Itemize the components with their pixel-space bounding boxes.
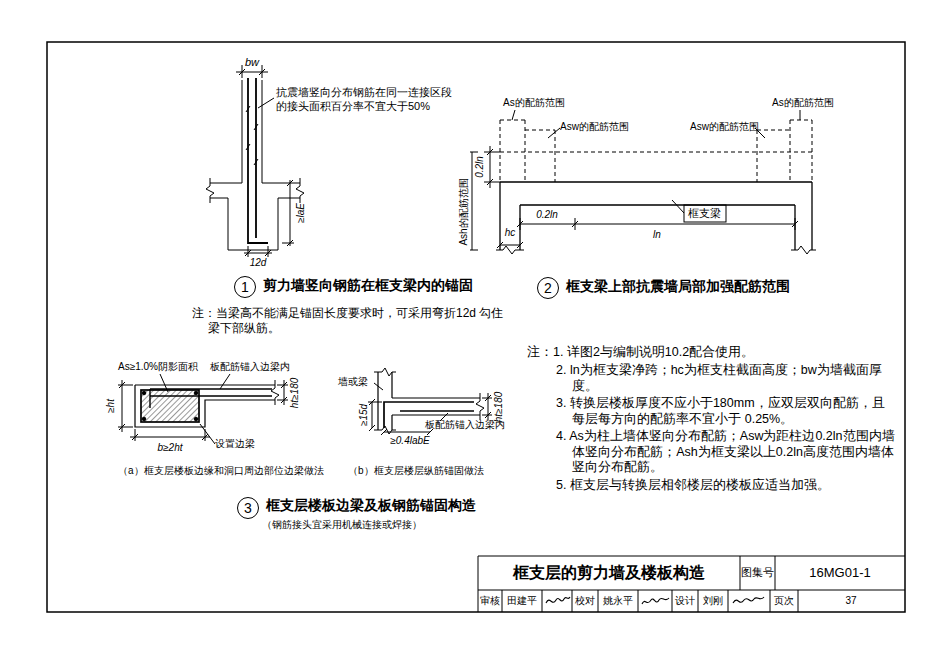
sheet-frame xyxy=(47,42,905,612)
title-block-cell: 页次 xyxy=(774,595,794,608)
zone-label: Asw的配筋范围 xyxy=(560,121,629,134)
dimension-label: ht≥180 xyxy=(493,392,506,423)
title-block-cell: 田建平 xyxy=(507,595,537,608)
part-label: As≥1.0%阴影面积 xyxy=(118,361,198,374)
dimension-label: 0.2ln xyxy=(474,156,487,178)
reinforcement-zone xyxy=(500,120,812,182)
edge-beam-figure xyxy=(130,429,210,441)
note-text: 2. ln为框支梁净跨；hc为框支柱截面高度；bw为墙截面厚度。 xyxy=(556,363,896,394)
figure-caption: 剪力墙竖向钢筋在框支梁内的锚固 xyxy=(263,277,473,295)
edge-beam-figure xyxy=(277,380,288,405)
note-text: 注：1. 详图2与编制说明10.2配合使用。 xyxy=(527,345,899,361)
dimension-label: ≥laE xyxy=(295,203,308,223)
wall-anchorage-figure xyxy=(244,246,272,257)
slab-anchorage-figure xyxy=(374,368,396,434)
subfigure-caption: （a）框支层楼板边缘和洞口周边部位边梁做法 xyxy=(118,465,324,478)
dimension-label: hc xyxy=(505,227,516,240)
wall-anchorage-figure xyxy=(206,178,304,203)
transfer-beam-figure xyxy=(672,200,684,213)
transfer-beam-figure xyxy=(484,146,500,188)
signature xyxy=(733,597,764,603)
dimension-label: ln xyxy=(653,229,661,242)
dimension-label: ≥ht xyxy=(105,399,118,413)
part-label: 框支梁 xyxy=(688,207,721,221)
signature xyxy=(546,597,570,603)
edge-beam-figure xyxy=(142,417,146,421)
wall-anchorage-figure xyxy=(258,98,274,108)
transfer-beam-figure xyxy=(497,242,523,248)
title-block-cell: 姚永平 xyxy=(603,595,633,608)
title-block-cell: 16MG01-1 xyxy=(809,565,870,581)
transfer-beam-figure xyxy=(470,110,816,254)
dimension-label: b≥2ht xyxy=(158,442,183,455)
wall-anchorage-figure xyxy=(210,183,300,198)
reinforcement-zone xyxy=(757,120,812,182)
edge-beam-figure xyxy=(160,374,230,444)
dimension-label: ≥15d xyxy=(358,404,371,426)
subfigure-caption: （b）框支层楼层纵筋锚固做法 xyxy=(348,465,484,478)
dimension-label: 12d xyxy=(250,257,267,270)
part-label: 板配筋锚入边梁内 xyxy=(210,361,290,374)
dimension-label: ht≥180 xyxy=(289,378,302,409)
wall-anchorage-figure xyxy=(246,106,258,165)
slab-anchorage-figure xyxy=(476,393,484,420)
transfer-beam-figure xyxy=(517,218,798,230)
figure-subcaption: （钢筋接头宜采用机械连接或焊接） xyxy=(262,519,422,532)
drawing-title: 框支层的剪力墙及楼板构造 xyxy=(513,563,705,583)
slab-anchorage-figure xyxy=(368,399,382,431)
zone-label: As的配筋范围 xyxy=(503,97,565,110)
slab-anchorage-figure xyxy=(374,383,448,421)
wall-anchorage-figure xyxy=(248,78,268,243)
sheet-frame xyxy=(47,42,905,612)
callout-number: 1 xyxy=(234,276,256,298)
dimension-label: bw xyxy=(245,56,259,70)
transfer-beam-figure xyxy=(496,246,816,254)
dimension-label: 0.2ln xyxy=(536,209,558,222)
callout-number: 3 xyxy=(237,497,259,519)
callout-number: 2 xyxy=(537,277,559,299)
title-block-cell: 图集号 xyxy=(741,566,774,580)
reinforcement-zone xyxy=(500,120,555,182)
edge-beam-figure xyxy=(118,380,133,432)
edge-beam-figure xyxy=(135,385,275,427)
edge-beam-figure xyxy=(118,374,288,444)
zone-label: Asw的配筋范围 xyxy=(690,121,759,134)
wall-anchorage-figure xyxy=(242,80,262,183)
part-label: 设置边梁 xyxy=(215,438,255,451)
part-label: 墙或梁 xyxy=(338,376,368,389)
note-text: 3. 转换层楼板厚度不应小于180mm，应双层双向配筋，且每层每方向的配筋率不宜… xyxy=(556,396,896,427)
callout-number-text: 3 xyxy=(244,501,252,515)
slab-anchorage-figure xyxy=(392,398,480,415)
signature xyxy=(642,598,669,604)
reinforcement-zone xyxy=(500,152,812,153)
figure-caption: 框支层楼板边梁及板钢筋锚固构造 xyxy=(266,497,476,515)
slab-anchorage-figure xyxy=(378,372,392,430)
callout-number-text: 1 xyxy=(241,280,249,294)
title-block-cell: 设计 xyxy=(675,595,695,608)
title-block-cell: 审核 xyxy=(480,595,500,608)
slab-anchorage-figure xyxy=(482,393,492,420)
title-block-cell: 校对 xyxy=(575,595,595,608)
transfer-beam-figure xyxy=(500,182,812,250)
edge-beam-figure xyxy=(194,391,198,395)
wall-anchorage-figure xyxy=(282,180,294,246)
zone-label: As的配筋范围 xyxy=(772,97,834,110)
edge-beam-figure xyxy=(194,417,198,421)
edge-beam-figure xyxy=(271,380,279,405)
figure-note: 注：当梁高不能满足锚固长度要求时，可采用弯折12d 勾住梁下部纵筋。 xyxy=(192,306,510,336)
dimension-label: ≥0.4labE xyxy=(390,435,429,448)
transfer-beam-figure xyxy=(684,205,726,222)
title-block-cell: 37 xyxy=(845,595,856,608)
figure-caption: 框支梁上部抗震墙局部加强配筋范围 xyxy=(566,278,790,296)
note-text: 5. 框支层与转换层相邻楼层的楼板应适当加强。 xyxy=(556,478,896,494)
note-text: 4. As为柱上墙体竖向分布配筋；Asw为距柱边0.2ln范围内墙体竖向分布配筋… xyxy=(556,429,896,476)
callout-number-text: 2 xyxy=(544,281,552,295)
title-block-cell: 刘刚 xyxy=(703,595,723,608)
zone-label: Ash的配筋范围 xyxy=(458,178,471,245)
part-label: 板配筋锚入边梁内 xyxy=(425,419,505,432)
callout-note: 抗震墙竖向分布钢筋在同一连接区段的接头面积百分率不宜大于50% xyxy=(276,86,454,114)
sheet-frame xyxy=(478,556,905,612)
edge-beam-figure xyxy=(142,391,146,395)
